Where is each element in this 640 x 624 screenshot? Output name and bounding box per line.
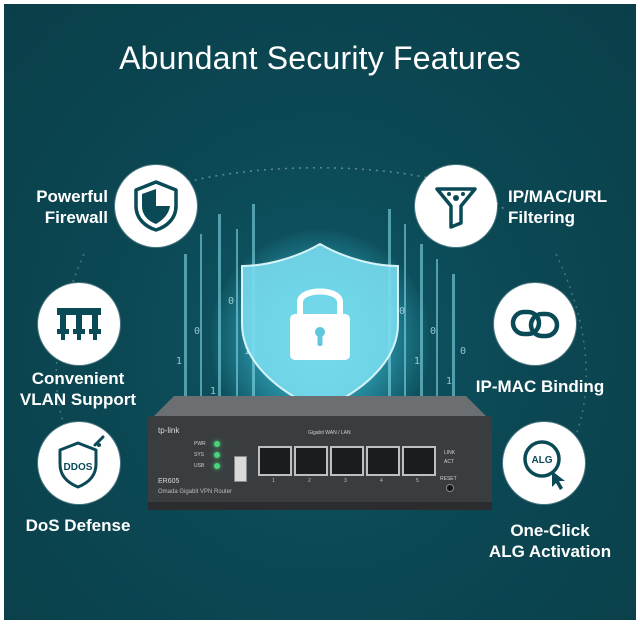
led-sys-icon xyxy=(214,452,220,458)
svg-text:0: 0 xyxy=(228,296,234,307)
reset-label: RESET xyxy=(440,476,457,482)
link-label: LINK xyxy=(444,450,456,456)
alg-icon-text: ALG xyxy=(531,455,552,466)
reset-button xyxy=(446,484,454,492)
led-pwr-icon xyxy=(214,441,220,447)
chain-link-icon xyxy=(510,309,560,339)
filtering-circle xyxy=(415,165,497,247)
router-model: ER605 xyxy=(158,478,180,485)
port-number: 2 xyxy=(308,478,311,484)
port-number: 5 xyxy=(416,478,419,484)
vlan-circle xyxy=(38,283,120,365)
vlan-label-line1: Convenient xyxy=(31,369,125,388)
data-beams: 1 0 1 0 1 0 1 0 1 0 xyxy=(176,204,466,414)
router-brand: tp-link xyxy=(158,426,180,435)
svg-text:1: 1 xyxy=(176,356,182,367)
dos-circle: DDOS xyxy=(38,422,120,504)
svg-text:1: 1 xyxy=(414,356,420,367)
router-front-panel: tp-link ER605 Omada Gigabit VPN Router P… xyxy=(148,416,492,508)
dos-label: DoS Defense xyxy=(4,515,152,536)
ethernet-port xyxy=(258,446,292,476)
alg-circle: ALG xyxy=(503,422,585,504)
svg-text:1: 1 xyxy=(210,386,216,397)
port-number: 3 xyxy=(344,478,347,484)
ethernet-port xyxy=(294,446,328,476)
filtering-label-line2: Filtering xyxy=(508,208,576,227)
svg-text:1: 1 xyxy=(446,376,452,387)
led-usb-icon xyxy=(214,463,220,469)
dos-label-line1: DoS Defense xyxy=(25,516,131,535)
alg-label-line2: ALG Activation xyxy=(488,542,612,561)
firewall-label-line1: Powerful xyxy=(36,187,108,206)
filtering-label-line1: IP/MAC/URL xyxy=(508,187,608,206)
vlan-label: Convenient VLAN Support xyxy=(4,368,152,410)
binding-circle xyxy=(494,283,576,365)
vlan-network-icon xyxy=(57,308,101,340)
ports-label: Gigabit WAN / LAN xyxy=(308,430,351,436)
alg-click-icon: ALG xyxy=(523,440,565,490)
svg-text:0: 0 xyxy=(430,326,436,337)
firewall-label-line2: Firewall xyxy=(44,208,108,227)
shield-icon xyxy=(134,180,178,232)
ddos-icon-text: DDOS xyxy=(64,462,93,473)
port-number: 1 xyxy=(272,478,275,484)
firewall-label: Powerful Firewall xyxy=(14,186,108,228)
svg-text:0: 0 xyxy=(460,346,466,357)
vlan-label-line2: VLAN Support xyxy=(19,390,137,409)
led-pwr-label: PWR xyxy=(194,441,206,447)
alg-label: One-Click ALG Activation xyxy=(470,520,630,562)
binding-label: IP-MAC Binding xyxy=(470,376,610,397)
port-number: 4 xyxy=(380,478,383,484)
alg-label-line1: One-Click xyxy=(510,521,590,540)
router-subtitle: Omada Gigabit VPN Router xyxy=(158,489,233,495)
binding-label-line1: IP-MAC Binding xyxy=(475,377,605,396)
ethernet-port xyxy=(366,446,400,476)
usb-port xyxy=(234,456,247,482)
act-label: ACT xyxy=(444,459,454,465)
svg-text:0: 0 xyxy=(194,326,200,337)
svg-text:1: 1 xyxy=(244,346,250,357)
ethernet-port xyxy=(330,446,364,476)
funnel-filter-icon xyxy=(435,187,477,229)
svg-text:0: 0 xyxy=(399,306,405,317)
firewall-circle xyxy=(115,165,197,247)
led-sys-label: SYS xyxy=(194,452,205,458)
filtering-label: IP/MAC/URL Filtering xyxy=(508,186,628,228)
ethernet-port xyxy=(402,446,436,476)
led-usb-label: USB xyxy=(194,463,205,469)
security-features-panel: Abundant Security Features 1 xyxy=(4,4,636,620)
ddos-shield-icon: DDOS xyxy=(58,435,105,489)
page-title: Abundant Security Features xyxy=(119,40,521,76)
